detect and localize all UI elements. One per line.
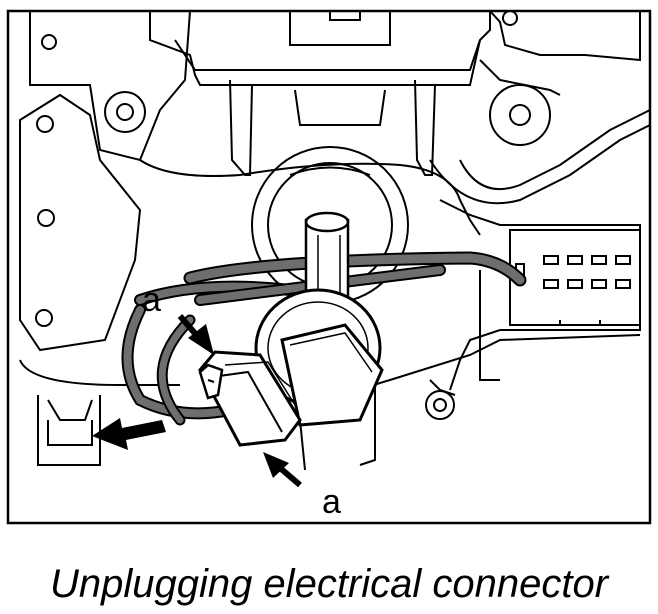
figure-caption: Unplugging electrical connector [49, 562, 609, 606]
arrow-left-icon [92, 418, 166, 450]
connector-diagram [6, 9, 652, 525]
electrical-plug [198, 350, 302, 447]
callout-label-a: a [322, 483, 341, 521]
sensor-body [254, 288, 384, 427]
push-arrow-bottom [263, 452, 302, 488]
housing-outline [19, 10, 651, 471]
callout-label-a: a [142, 281, 161, 319]
push-arrow-top [177, 314, 214, 355]
